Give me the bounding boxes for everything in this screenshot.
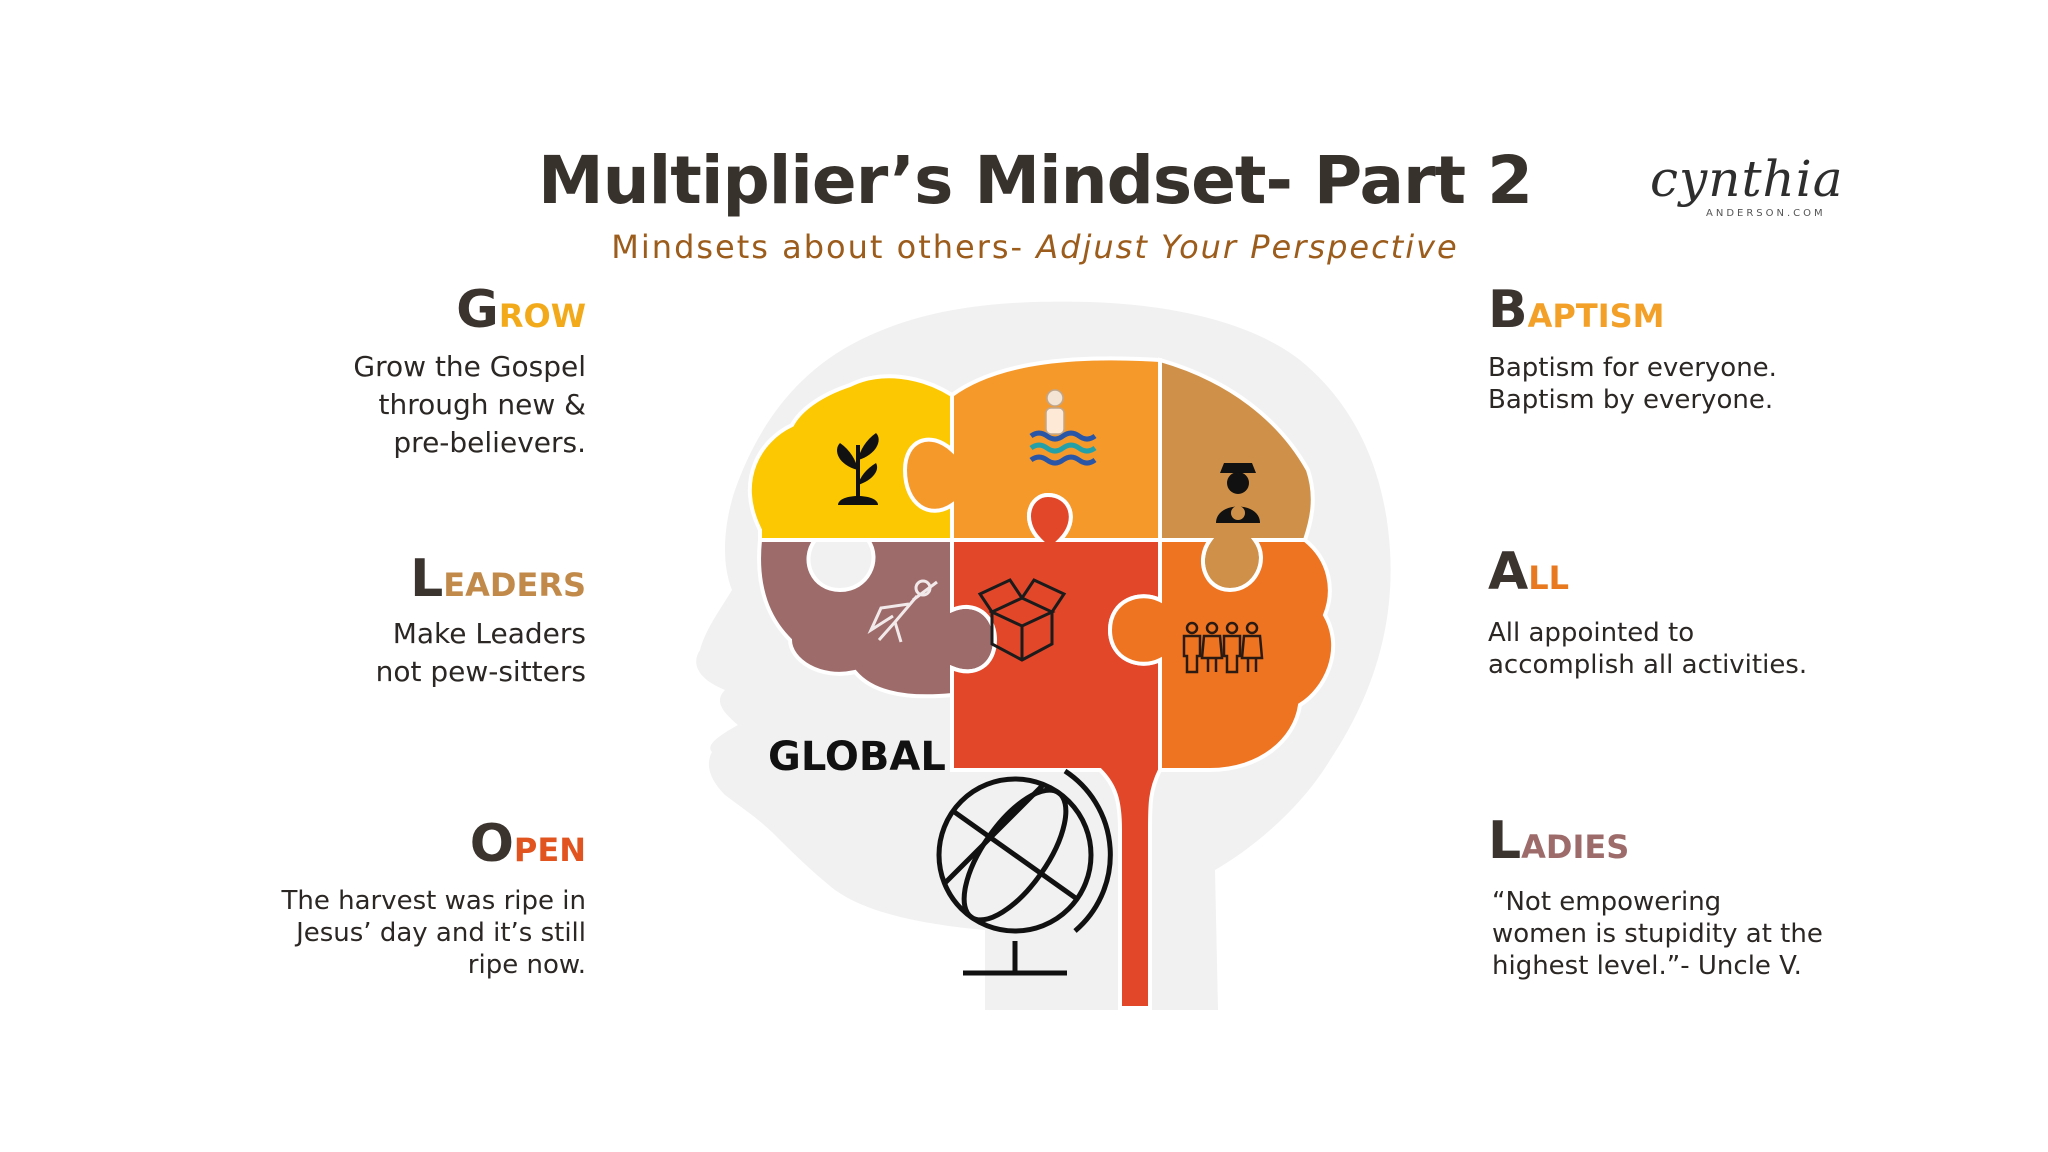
heading-ladies-rest: ADIES	[1521, 828, 1630, 866]
heading-baptism: BAPTISM	[1488, 280, 1665, 340]
heading-leaders: LEADERS	[410, 549, 586, 609]
open-box-icon	[977, 578, 1067, 662]
global-label: GLOBAL	[768, 734, 946, 780]
captain-icon	[1216, 463, 1260, 523]
superhero-icon	[867, 579, 938, 643]
desc-baptism: Baptism for everyone. Baptism by everyon…	[1488, 353, 1777, 415]
desc-grow: Grow the Gospel through new & pre-believ…	[353, 350, 586, 459]
logo-script: cynthia	[1650, 150, 1844, 208]
sprout-icon	[837, 433, 879, 505]
logo-domain: ANDERSON.COM	[1706, 208, 1826, 219]
desc-all: All appointed to accomplish all activiti…	[1488, 618, 1808, 680]
baptism-person-icon	[1029, 389, 1097, 466]
heading-ladies: LADIES	[1488, 811, 1630, 871]
heading-baptism-rest: APTISM	[1527, 297, 1665, 335]
cynthia-anderson-logo: cynthia ANDERSON.COM	[1648, 150, 1843, 240]
heading-leaders-rest: EADERS	[443, 566, 586, 604]
heading-open-rest: PEN	[513, 831, 586, 869]
desc-open: The harvest was ripe in Jesus’ day and i…	[281, 886, 587, 980]
page-subtitle: Mindsets about others- Adjust Your Persp…	[0, 228, 2048, 266]
subtitle-emphasis: Adjust Your Perspective	[1036, 228, 1459, 266]
desc-leaders: Make Leaders not pew-sitters	[375, 617, 586, 688]
heading-open: OPEN	[469, 814, 586, 874]
team-people-icon	[1182, 621, 1264, 674]
globe-icon	[936, 768, 1113, 976]
page-title: Multiplier’s Mindset- Part 2	[537, 142, 1533, 219]
subtitle-plain: Mindsets about others-	[611, 228, 1037, 266]
desc-ladies: “Not empowering women is stupidity at th…	[1492, 887, 1823, 981]
heading-all: ALL	[1488, 542, 1570, 602]
heading-grow-rest: ROW	[498, 297, 586, 335]
heading-all-rest: LL	[1528, 559, 1570, 597]
heading-grow: GROW	[456, 280, 586, 340]
